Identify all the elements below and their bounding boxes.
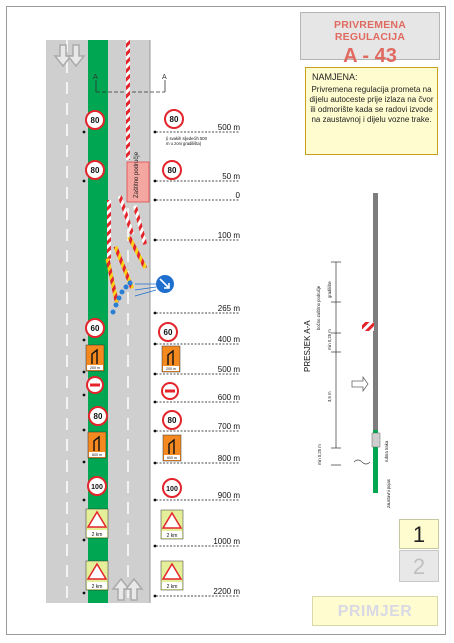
title-box: PRIVREMENA REGULACIJA A - 43	[300, 12, 440, 67]
purpose-box: NAMJENA: Privremena regulacija prometa n…	[305, 67, 438, 155]
page-number-current[interactable]: 1	[399, 519, 439, 549]
regulation-title: PRIVREMENA REGULACIJA	[333, 19, 406, 43]
example-label: PRIMJER	[312, 596, 438, 626]
page-number-other[interactable]: 2	[399, 550, 439, 582]
regulation-code: A - 43	[343, 45, 397, 67]
purpose-heading: NAMJENA:	[312, 72, 358, 82]
purpose-text: Privremena regulacija prometa na dijelu …	[309, 85, 434, 124]
sheet-frame	[6, 6, 446, 635]
